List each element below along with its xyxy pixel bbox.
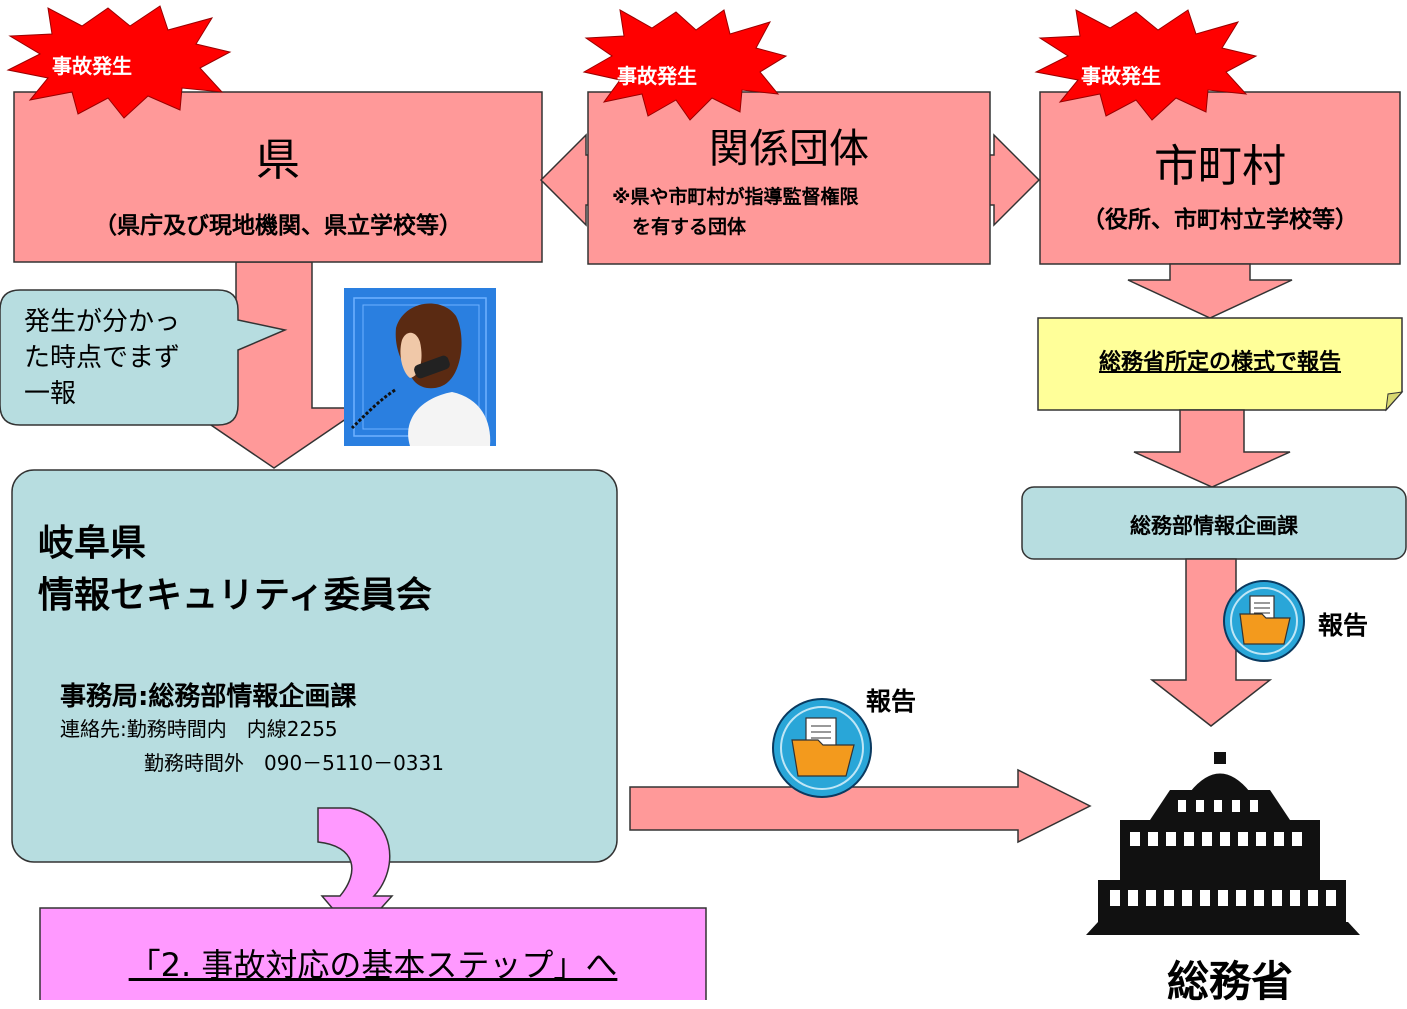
bubble-line2: た時点でまず: [24, 343, 181, 373]
burst-label-ken: 事故発生: [52, 54, 132, 78]
committee-title-line1: 岐阜県: [38, 523, 147, 564]
bubble-line3: 一報: [24, 379, 77, 409]
ministry-building-illustration: [1086, 752, 1360, 935]
dept-box-label: 総務部情報企画課: [1130, 514, 1298, 538]
form-note-text: 総務省所定の様式で報告: [1098, 350, 1341, 375]
speech-bubble-shape: [0, 289, 288, 426]
committee-box: [11, 469, 618, 863]
ministry-label: 総務省: [1166, 957, 1293, 1006]
report-label-right: 報告: [1318, 611, 1369, 640]
shichoson-title: 市町村: [1154, 141, 1286, 192]
burst-label-shichoson: 事故発生: [1081, 64, 1161, 88]
phone-person-illustration: [344, 288, 496, 446]
arrow-shichoson-to-note: [1127, 263, 1293, 319]
next-step-link[interactable]: 「2. 事故対応の基本ステップ」へ: [128, 946, 618, 984]
contact-line2: 勤務時間外 090－5110－0331: [144, 751, 444, 775]
curved-arrow-next-step: [317, 807, 394, 938]
contact-label: 連絡先:: [60, 717, 127, 741]
ken-box: [13, 91, 543, 263]
burst-ken: [6, 5, 232, 119]
folder-icon-right: [1223, 580, 1305, 662]
committee-title-line2: 情報セキュリティ委員会: [38, 575, 432, 616]
committee-contact: 連絡先:勤務時間内 内線2255 勤務時間外 090－5110－0331: [60, 712, 444, 780]
kankei-box: [587, 91, 991, 265]
ken-subtitle: （県庁及び現地機関、県立学校等）: [94, 213, 462, 239]
contact-line1: 勤務時間内 内線2255: [126, 717, 338, 741]
arrow-note-to-dept: [1133, 409, 1291, 488]
kankei-note: ※県や市町村が指導監督権限 を有する団体: [612, 182, 982, 242]
arrow-committee-to-ministry: [629, 768, 1092, 844]
arrow-dept-to-ministry: [1149, 558, 1273, 727]
burst-dantai: [582, 9, 788, 121]
shichoson-subtitle: （役所、市町村立学校等）: [1082, 207, 1358, 233]
kankei-title: 関係団体: [709, 126, 869, 172]
burst-label-dantai: 事故発生: [617, 64, 697, 88]
ken-title: 県: [256, 135, 300, 186]
kankei-note-line2: を有する団体: [632, 216, 747, 238]
folder-icon-center: [772, 698, 872, 798]
bubble-line1: 発生が分かっ: [24, 307, 181, 337]
next-step-box: [39, 907, 707, 1000]
burst-shichoson: [1034, 9, 1258, 121]
committee-title: 岐阜県 情報セキュリティ委員会: [38, 518, 432, 622]
committee-office: 事務局:総務部情報企画課: [60, 682, 357, 712]
kankei-note-line1: ※県や市町村が指導監督権限: [612, 186, 859, 208]
speech-bubble: 発生が分かっ た時点でまず 一報: [24, 304, 236, 412]
report-label-center: 報告: [866, 687, 917, 716]
